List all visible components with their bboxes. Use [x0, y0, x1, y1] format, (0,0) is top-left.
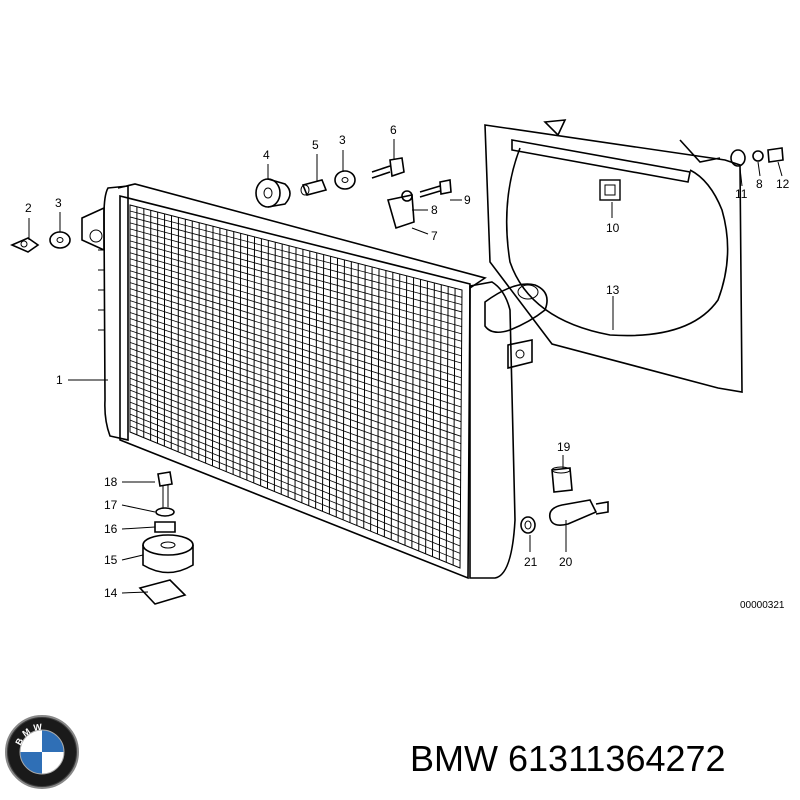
callout-20: 20	[559, 555, 573, 569]
callout-18: 18	[104, 475, 118, 489]
callout-8b: 8	[756, 177, 763, 191]
callout-11: 11	[735, 187, 748, 201]
callout-3: 3	[55, 196, 62, 210]
callout-17: 17	[104, 498, 118, 512]
callout-4: 4	[263, 148, 270, 162]
callout-5: 5	[312, 138, 319, 152]
callout-8: 8	[431, 203, 438, 217]
callout-13: 13	[606, 283, 620, 297]
part-caption: BMW 61311364272	[410, 738, 726, 780]
callout-12: 12	[776, 177, 790, 191]
callout-6: 6	[390, 123, 397, 137]
callout-7: 7	[431, 229, 438, 243]
mount-parts	[10, 147, 784, 605]
callout-21: 21	[524, 555, 538, 569]
caption-brand: BMW	[410, 738, 498, 779]
callout-9: 9	[464, 193, 471, 207]
callouts: 1 2 3 4 5 3 6 8 9 7 10 11 8 12 13 19 21 …	[25, 123, 790, 611]
callout-1: 1	[56, 373, 63, 387]
fan-shroud	[484, 119, 743, 393]
radiator	[81, 183, 548, 580]
leader-lines	[28, 139, 783, 594]
callout-19: 19	[557, 440, 571, 454]
callout-2: 2	[25, 201, 32, 215]
callout-15: 15	[104, 553, 118, 567]
drawing-id: 00000321	[740, 600, 785, 611]
callout-14: 14	[104, 586, 118, 600]
callout-16: 16	[104, 522, 118, 536]
callout-10: 10	[606, 221, 620, 235]
callout-3b: 3	[339, 133, 346, 147]
part-number: 61311364272	[508, 738, 726, 779]
bmw-logo: BMW	[5, 715, 79, 789]
